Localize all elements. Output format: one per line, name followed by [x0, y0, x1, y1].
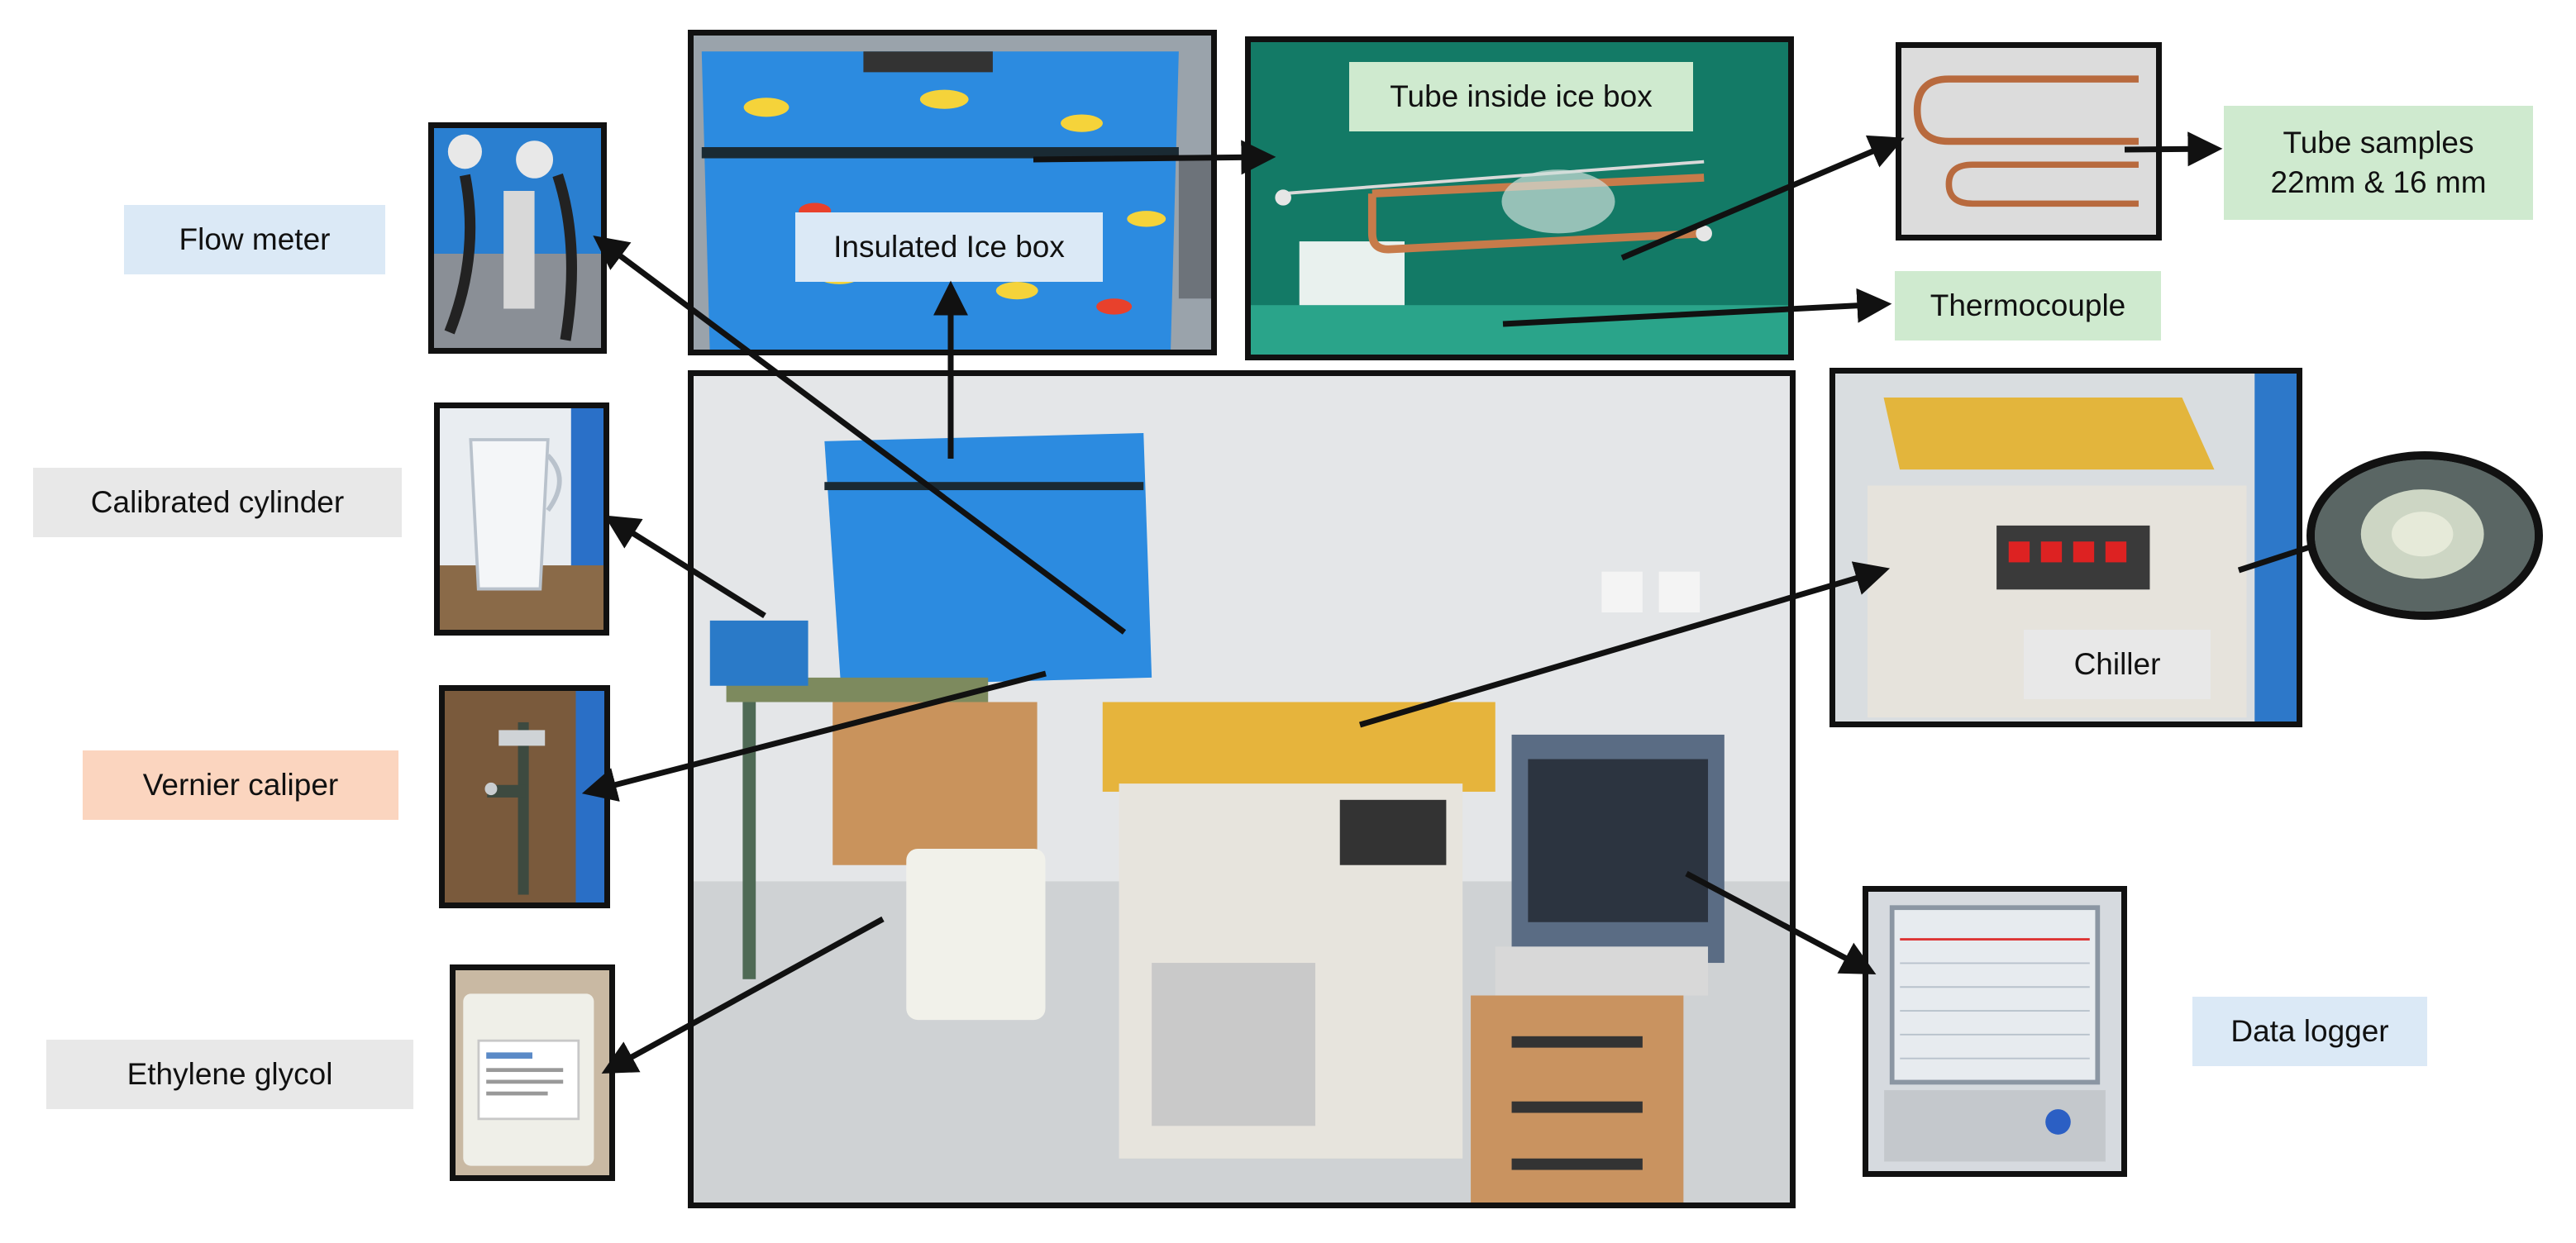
ethylene-glycol-label: Ethylene glycol [46, 1040, 413, 1109]
data-logger-photo [1863, 886, 2127, 1177]
tube-samples-label: Tube samples 22mm & 16 mm [2224, 106, 2533, 220]
insulated-ice-box-label: Insulated Ice box [795, 212, 1103, 282]
calibrated-cylinder-label: Calibrated cylinder [33, 468, 402, 537]
data-logger-label: Data logger [2192, 997, 2427, 1066]
flow-meter-photo [428, 122, 607, 354]
vernier-caliper-label: Vernier caliper [83, 750, 398, 820]
main-setup-photo [688, 370, 1796, 1208]
insulated-ice-box-photo [688, 30, 1217, 355]
flow-meter-label: Flow meter [124, 205, 385, 274]
thermocouple-label: Thermocouple [1895, 271, 2161, 341]
vernier-caliper-photo [439, 685, 610, 908]
tube-samples-photo [1896, 42, 2162, 241]
chiller-detail-photo [2306, 451, 2543, 620]
calibrated-cylinder-photo [434, 402, 609, 636]
tube-inside-ice-box-label: Tube inside ice box [1349, 62, 1693, 131]
chiller-label: Chiller [2024, 630, 2211, 699]
ethylene-glycol-photo [450, 964, 615, 1181]
